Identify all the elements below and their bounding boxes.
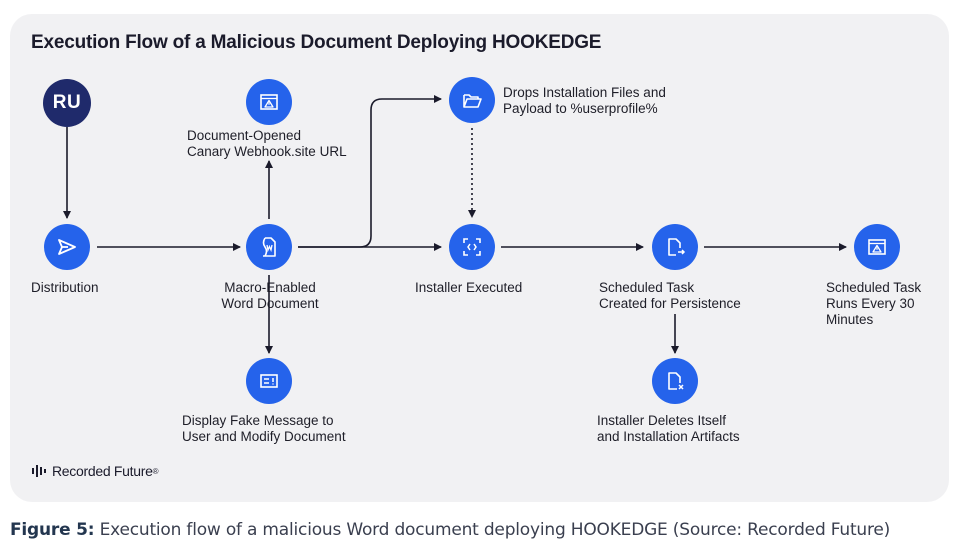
- folder-icon: [463, 94, 482, 108]
- scheduled-task-node: [652, 224, 698, 270]
- fake-message-label: Display Fake Message to User and Modify …: [182, 413, 346, 444]
- file-export-icon: [668, 238, 686, 256]
- installer-label: Installer Executed: [415, 280, 523, 295]
- recorded-future-logo: Recorded Future ®: [31, 463, 158, 479]
- task-runs-label: Scheduled Task Runs Every 30 Minutes: [826, 280, 922, 327]
- word-doc-icon: [262, 237, 276, 257]
- macro-node: [246, 224, 292, 270]
- executable-icon: [463, 238, 481, 256]
- distribution-node: [44, 224, 90, 270]
- distribution-label: Distribution: [31, 280, 99, 295]
- drops-node: [449, 77, 495, 123]
- brand-name: Recorded Future: [52, 463, 153, 479]
- canary-node: [246, 79, 292, 125]
- file-delete-icon: [668, 372, 684, 390]
- installer-deletes-label: Installer Deletes Itself and Installatio…: [597, 413, 740, 444]
- ru-badge-text: RU: [52, 92, 82, 113]
- canary-label: Document-Opened Canary Webhook.site URL: [187, 128, 347, 159]
- message-box-icon: [260, 374, 278, 388]
- arrow-macro-to-drops: [298, 95, 442, 248]
- drops-label: Drops Installation Files and Payload to …: [503, 85, 666, 116]
- caption-prefix: Figure 5:: [10, 520, 95, 540]
- installer-deletes-node: [652, 358, 698, 404]
- figure-caption: Figure 5: Execution flow of a malicious …: [10, 520, 890, 540]
- diagram-title: Execution Flow of a Malicious Document D…: [31, 32, 602, 53]
- caption-text: Execution flow of a malicious Word docum…: [94, 520, 891, 540]
- warning-window-icon: [260, 94, 278, 110]
- brand-registered-mark: ®: [152, 466, 159, 476]
- ru-node: RU: [43, 79, 91, 127]
- warning-window-icon: [868, 239, 886, 255]
- fake-message-node: [246, 358, 292, 404]
- macro-label: Macro-Enabled Word Document: [221, 280, 319, 311]
- recorded-future-mark-icon: [32, 465, 46, 477]
- send-icon: [58, 239, 76, 255]
- scheduled-task-label: Scheduled Task Created for Persistence: [599, 280, 741, 311]
- task-runs-node: [854, 224, 900, 270]
- installer-node: [449, 224, 495, 270]
